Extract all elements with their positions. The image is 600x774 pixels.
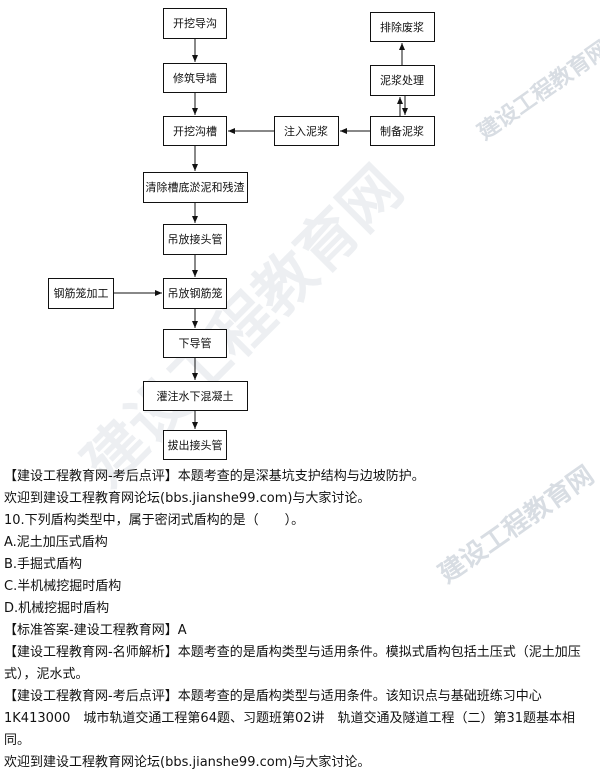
- question-stem: 10.下列盾构类型中，属于密闭式盾构的是（ ）。: [4, 513, 305, 528]
- node-box: [163, 329, 227, 358]
- flowchart: 开挖导沟 修筑导墙 开挖沟槽 注入泥浆 制备泥浆 泥浆处理 排除废浆 清除槽底淤…: [48, 8, 435, 460]
- node-label: 清除槽底淤泥和残渣: [146, 180, 245, 194]
- node-label: 泥浆处理: [380, 73, 424, 87]
- analysis: 【建设工程教育网-名师解析】本题考查的是盾构类型与适用条件。模拟式盾构包括土压式…: [4, 645, 581, 682]
- node-label: 拔出接头管: [168, 438, 223, 452]
- node-label: 修筑导墙: [173, 71, 217, 85]
- node-box: [143, 381, 248, 411]
- review-paragraph: 【建设工程教育网-考后点评】本题考查的是盾构类型与适用条件。该知识点与基础班练习…: [4, 689, 576, 748]
- node-box: [163, 8, 227, 39]
- option-c: C.半机械挖掘时盾构: [4, 579, 122, 594]
- node-box: [163, 63, 227, 93]
- node-label: 排除废浆: [380, 20, 424, 34]
- review-paragraph: 【建设工程教育网-考后点评】本题考查的是深基坑支护结构与边坡防护。: [4, 469, 425, 484]
- node-box: [163, 116, 227, 146]
- option-b: B.手掘式盾构: [4, 557, 83, 572]
- node-box: [48, 278, 114, 309]
- node-label: 开挖沟槽: [173, 124, 217, 138]
- node-label: 下导管: [179, 336, 212, 350]
- option-a: A.泥土加压式盾构: [4, 535, 108, 550]
- question-content: 【建设工程教育网-考后点评】本题考查的是深基坑支护结构与边坡防护。 欢迎到建设工…: [4, 466, 598, 774]
- node-label: 开挖导沟: [173, 16, 217, 30]
- node-box: [370, 116, 435, 146]
- node-box: [370, 12, 435, 42]
- node-label: 制备泥浆: [380, 124, 424, 138]
- forum-link-text: 欢迎到建设工程教育网论坛(bbs.jianshe99.com)与大家讨论。: [4, 755, 371, 770]
- node-label: 钢筋笼加工: [54, 286, 109, 300]
- node-box: [370, 65, 435, 96]
- node-label: 注入泥浆: [284, 124, 328, 138]
- node-box: [163, 430, 227, 460]
- answer: 【标准答案-建设工程教育网】A: [4, 623, 187, 638]
- node-box: [274, 116, 339, 146]
- node-box: [163, 224, 227, 255]
- node-box: [143, 172, 248, 203]
- node-label: 灌注水下混凝土: [157, 389, 234, 403]
- node-label: 吊放接头管: [168, 232, 223, 246]
- forum-link-text: 欢迎到建设工程教育网论坛(bbs.jianshe99.com)与大家讨论。: [4, 491, 371, 506]
- option-d: D.机械挖掘时盾构: [4, 601, 110, 616]
- node-box: [163, 278, 227, 309]
- node-label: 吊放钢筋笼: [168, 286, 223, 300]
